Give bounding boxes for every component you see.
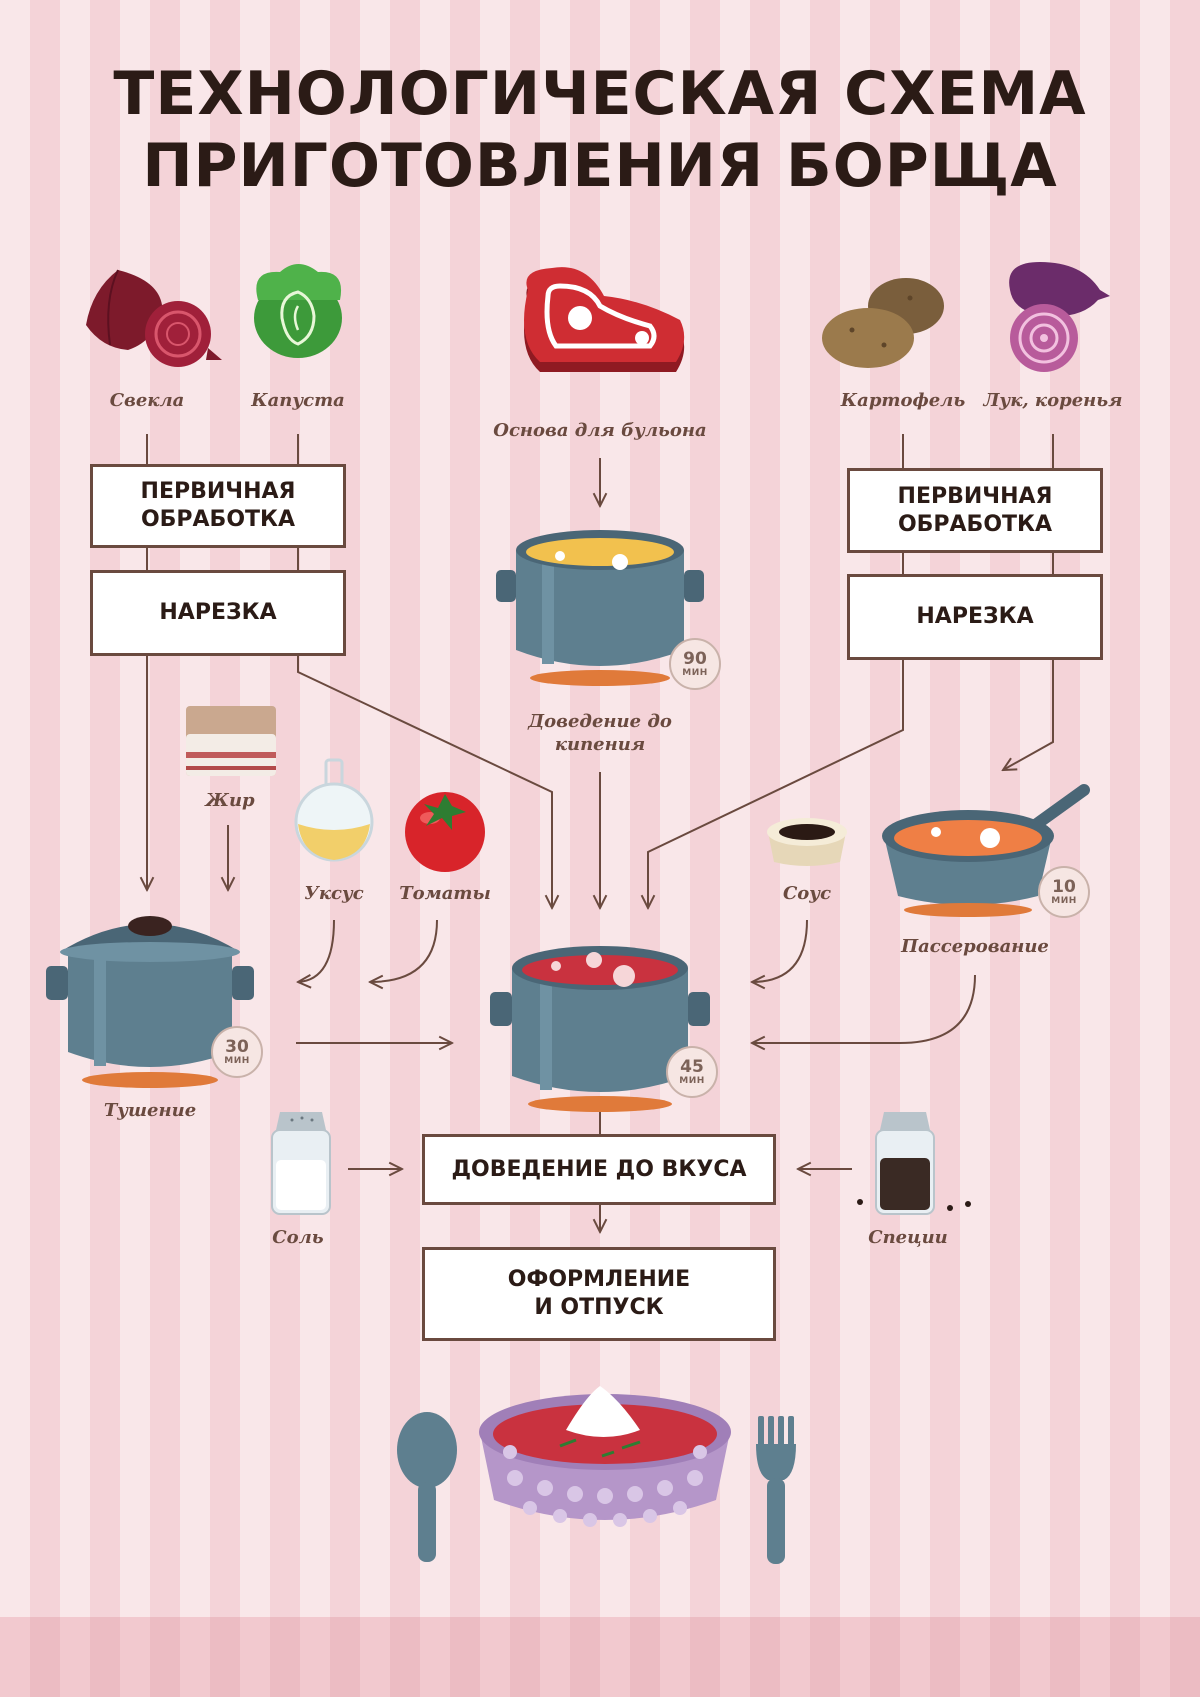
meat-icon <box>524 267 685 372</box>
label-onion-roots: Лук, коренья <box>983 390 1123 411</box>
soup-pot-icon <box>490 946 710 1112</box>
time-unit-sauteing: МИН <box>1051 896 1077 906</box>
time-unit-cooking: МИН <box>679 1076 705 1086</box>
time-sauteing: 10 <box>1052 877 1076 897</box>
bottom-band <box>0 1617 1200 1697</box>
step-primary-processing-right: ПЕРВИЧНАЯ ОБРАБОТКА <box>847 468 1103 553</box>
tomato-icon <box>405 792 485 872</box>
title-line-2: ПРИГОТОВЛЕНИЯ БОРЩА <box>142 131 1058 201</box>
broth-pot-icon <box>496 530 704 686</box>
time-badge-stewing: 30 МИН <box>211 1026 263 1078</box>
time-cooking: 45 <box>680 1057 704 1077</box>
label-spices: Специи <box>868 1227 948 1248</box>
spices-shaker-icon <box>857 1112 971 1215</box>
step-cutting-left: НАРЕЗКА <box>90 570 346 656</box>
label-sauteing: Пассерование <box>901 936 1049 957</box>
fork-icon <box>756 1416 796 1564</box>
step-seasoning: ДОВЕДЕНИЕ ДО ВКУСА <box>422 1134 776 1205</box>
label-fat: Жир <box>205 790 255 811</box>
salt-shaker-icon <box>271 1112 331 1215</box>
vinegar-bottle-icon <box>294 758 374 862</box>
beet-icon <box>86 269 222 367</box>
step-primary-right-text: ПЕРВИЧНАЯ ОБРАБОТКА <box>897 483 1053 537</box>
time-badge-cooking: 45 МИН <box>666 1046 718 1098</box>
arrow-sauce-to-soup <box>752 919 808 982</box>
label-potato: Картофель <box>840 390 966 411</box>
potato-icon <box>822 278 944 368</box>
label-sauce: Соус <box>782 883 832 904</box>
label-tomato: Томаты <box>399 883 491 904</box>
step-primary-left-text: ПЕРВИЧНАЯ ОБРАБОТКА <box>140 479 296 532</box>
label-stewing: Тушение <box>103 1100 197 1121</box>
spoon-icon <box>397 1412 457 1562</box>
step-cutting-left-text: НАРЕЗКА <box>159 600 277 625</box>
label-cabbage: Капуста <box>251 390 345 411</box>
time-badge-boiling: 90 МИН <box>669 638 721 690</box>
step-serving-text: ОФОРМЛЕНИЕ И ОТПУСК <box>507 1267 691 1320</box>
onion-icon <box>1009 262 1110 372</box>
time-boiling: 90 <box>683 649 707 669</box>
borscht-bowl-icon <box>479 1386 731 1527</box>
title-line-1: ТЕХНОЛОГИЧЕСКАЯ СХЕМА <box>113 59 1087 129</box>
step-primary-processing-left: ПЕРВИЧНАЯ ОБРАБОТКА <box>90 464 346 548</box>
step-serving: ОФОРМЛЕНИЕ И ОТПУСК <box>422 1247 776 1341</box>
time-unit-stewing: МИН <box>224 1056 250 1066</box>
page-title: ТЕХНОЛОГИЧЕСКАЯ СХЕМА ПРИГОТОВЛЕНИЯ БОРЩ… <box>0 58 1200 202</box>
arrow-vinegar-to-stew <box>298 919 335 982</box>
arrow-cabbage-to-soup <box>297 656 552 908</box>
time-stewing: 30 <box>225 1037 249 1057</box>
time-badge-sauteing: 10 МИН <box>1038 866 1090 918</box>
step-cutting-right: НАРЕЗКА <box>847 574 1103 660</box>
cabbage-icon <box>254 264 342 358</box>
step-seasoning-text: ДОВЕДЕНИЕ ДО ВКУСА <box>451 1156 747 1182</box>
step-cutting-right-text: НАРЕЗКА <box>916 604 1034 629</box>
fat-icon <box>186 706 276 776</box>
saute-pan-icon <box>882 784 1090 917</box>
arrow-saute-to-soup <box>752 974 976 1043</box>
sauce-bowl-icon <box>767 818 847 866</box>
label-salt: Соль <box>272 1227 324 1248</box>
stew-pot-icon <box>46 916 254 1088</box>
time-unit-boiling: МИН <box>682 668 708 678</box>
label-vinegar: Уксус <box>304 883 364 904</box>
label-broth-base: Основа для бульона <box>493 420 707 441</box>
arrow-tomato-to-stew <box>370 919 438 982</box>
arrow-potato-to-soup <box>648 660 904 908</box>
label-boiling: Доведение до кипения <box>528 711 672 755</box>
label-beet: Свекла <box>109 390 185 411</box>
arrow-onion-to-pan <box>1003 660 1054 770</box>
